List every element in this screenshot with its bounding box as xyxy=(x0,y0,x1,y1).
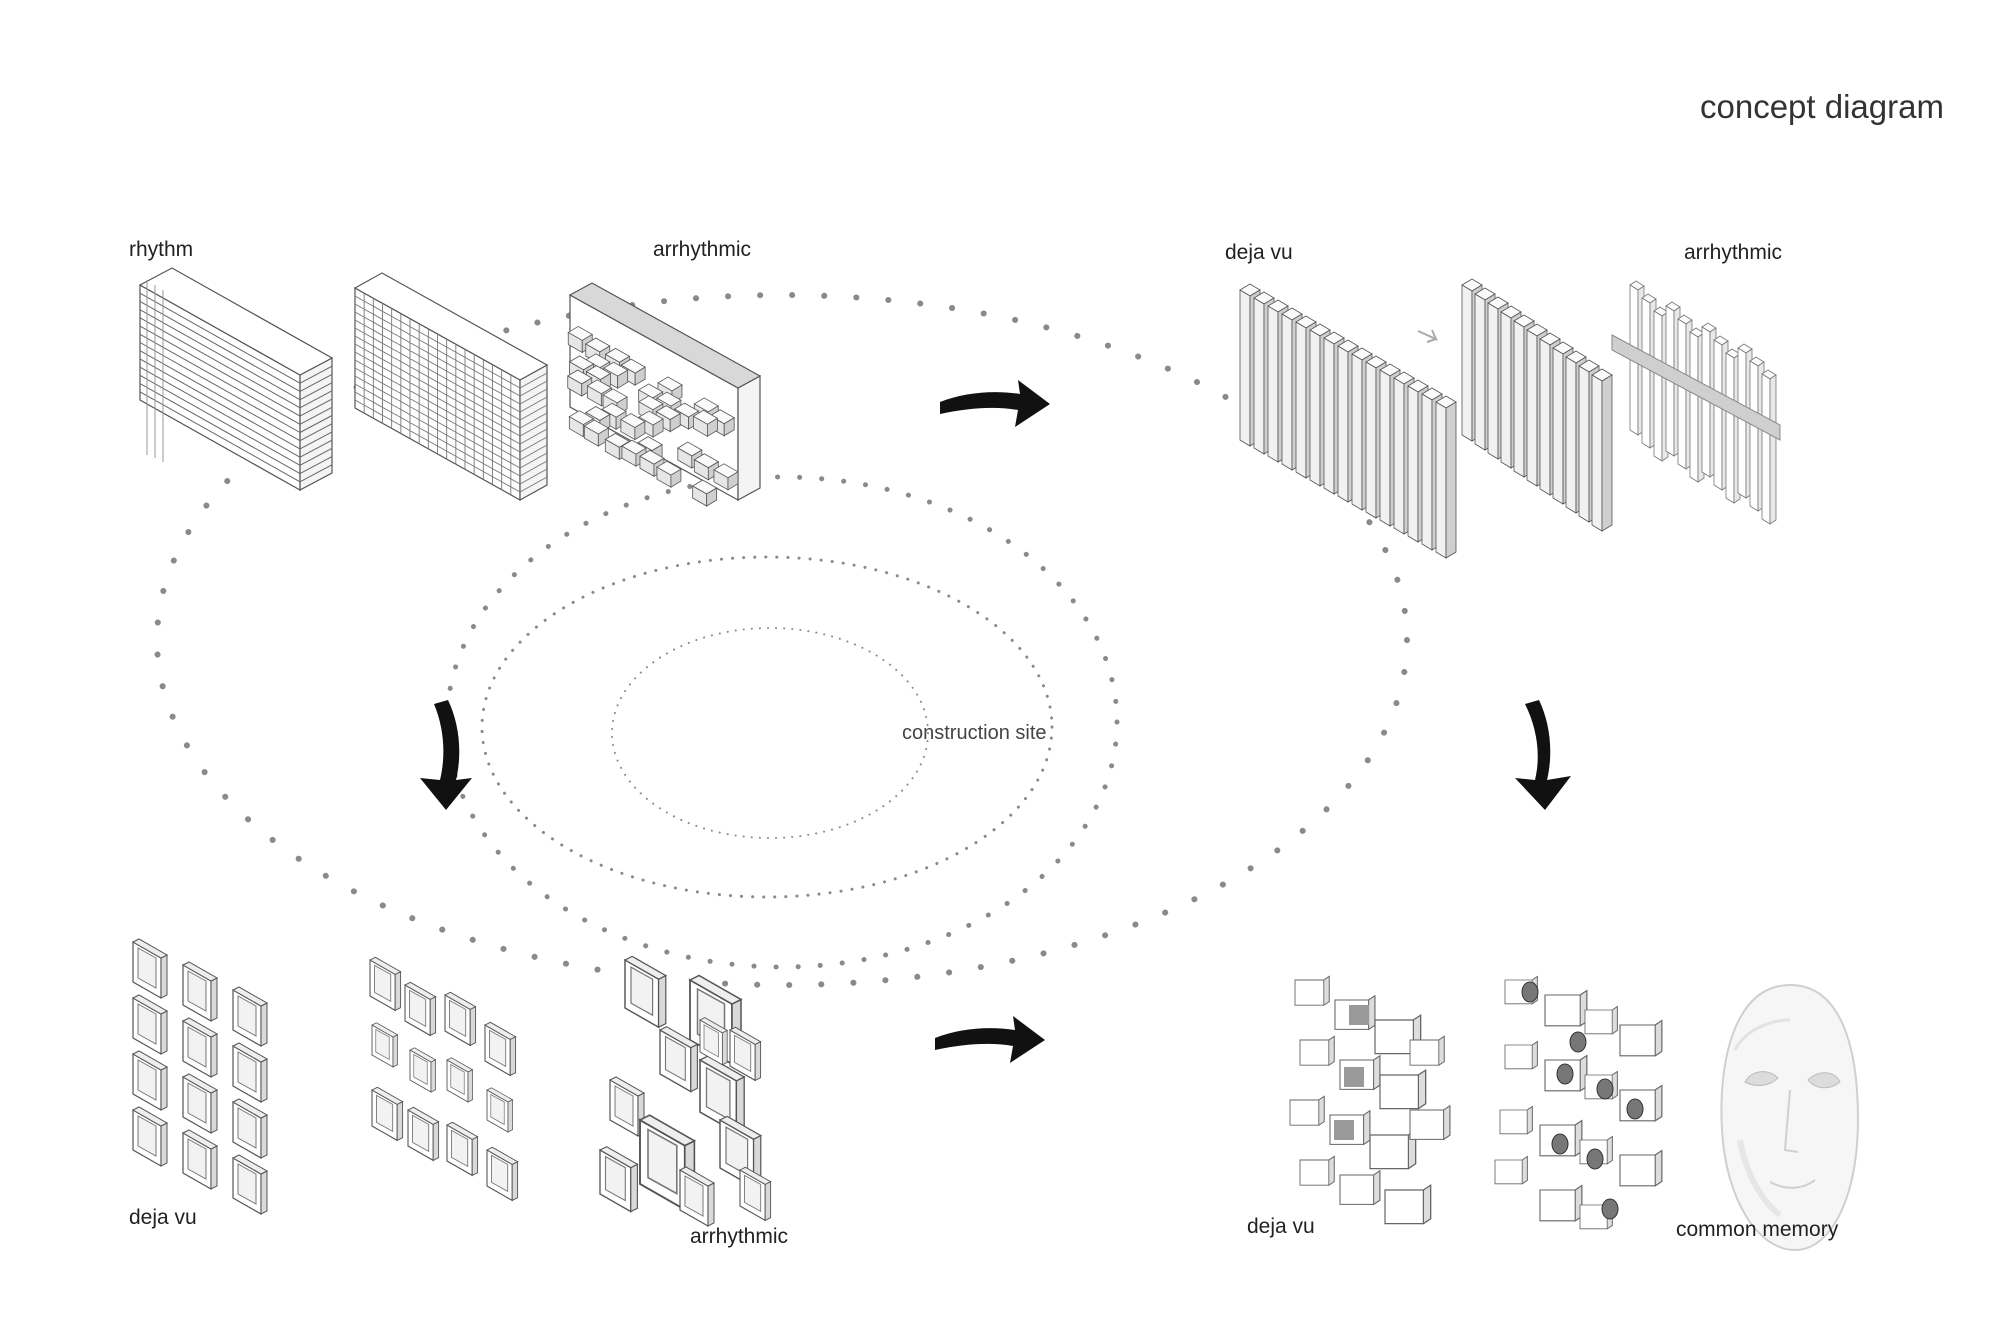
small-arrow-icon xyxy=(1417,329,1438,343)
label-arrhythmic-bottom-left: arrhythmic xyxy=(690,1225,789,1248)
label-deja-vu-bottom-right: deja vu xyxy=(1247,1215,1315,1238)
deja-vu-pictures xyxy=(1289,975,1451,1225)
mask-icon xyxy=(1720,983,1860,1252)
third-ring xyxy=(480,555,1054,899)
arrow-icon-top-center xyxy=(940,380,1050,427)
arrhythmic-slabs xyxy=(1611,280,1781,525)
deja-vu-slabs xyxy=(1239,283,1457,559)
arrow-icon-left-down xyxy=(420,700,472,810)
portrait-pictures xyxy=(1494,976,1663,1230)
deja-vu-frames-scattered xyxy=(369,956,519,1201)
label-rhythm: rhythm xyxy=(129,238,194,261)
arrhythmic-frames-cluster xyxy=(599,955,772,1227)
label-arrhythmic-top-right: arrhythmic xyxy=(1684,241,1783,264)
label-common-memory: common memory xyxy=(1676,1218,1839,1241)
rhythm-facade-lines xyxy=(138,267,334,492)
arrow-icon-bottom-center xyxy=(935,1016,1045,1063)
label-arrhythmic-top-left: arrhythmic xyxy=(653,238,752,261)
dotted-rings xyxy=(154,292,1410,988)
label-deja-vu-top-right: deja vu xyxy=(1225,241,1293,264)
arrow-icon-right-down xyxy=(1515,700,1571,810)
label-deja-vu-bottom-left: deja vu xyxy=(129,1206,197,1229)
deja-vu-frames-grid xyxy=(132,938,268,1215)
second-ring xyxy=(444,474,1120,970)
rhythm-facade-grid xyxy=(353,272,549,502)
diagram-title: concept diagram xyxy=(1700,88,1944,125)
center-label: construction site xyxy=(902,722,1047,744)
outer-ring xyxy=(154,292,1410,988)
deja-vu-slabs-shaded xyxy=(1461,278,1613,532)
inner-ring xyxy=(611,627,929,839)
arrhythmic-facade-blocks xyxy=(567,282,762,507)
